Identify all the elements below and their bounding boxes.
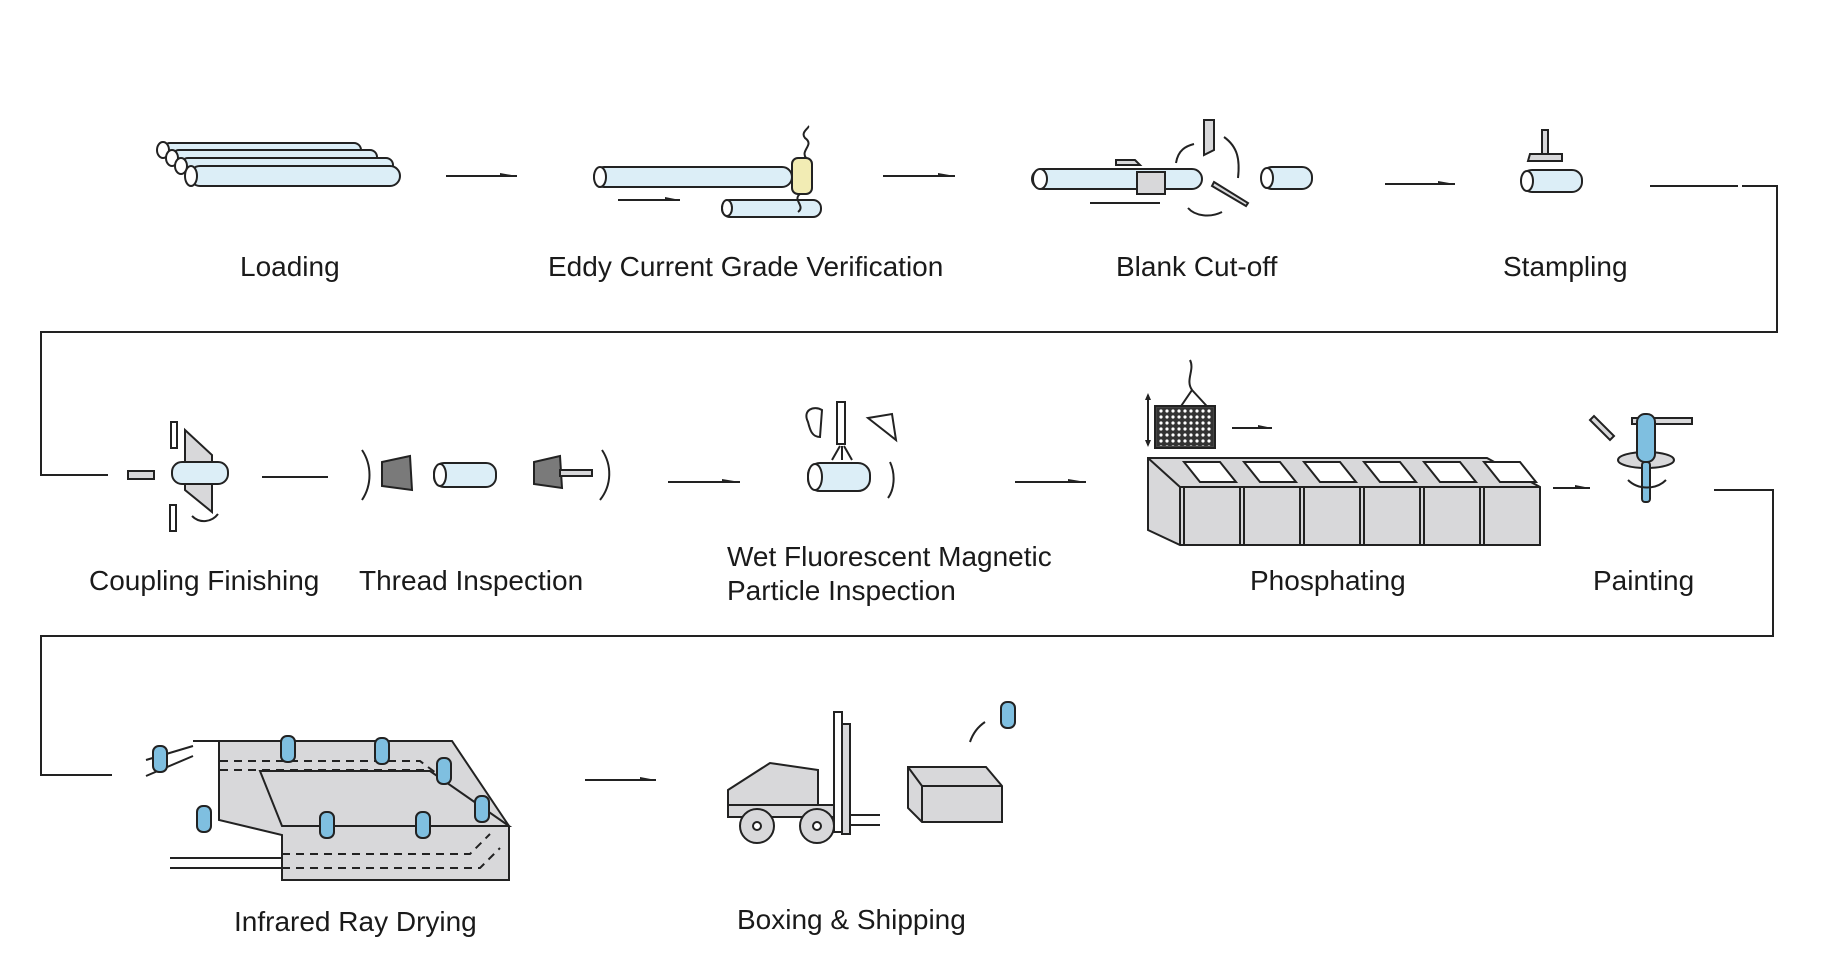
tank-opening: [1241, 461, 1299, 483]
tank-divider: [1239, 487, 1245, 545]
coupling-can: [374, 737, 390, 765]
step-label-boxing-shipping: Boxing & Shipping: [737, 904, 966, 935]
step-label-phosphating: Phosphating: [1250, 565, 1406, 596]
tank-divider: [1299, 487, 1305, 545]
tank-divider: [1179, 487, 1185, 545]
stamp-press-icon: [1520, 129, 1583, 193]
tank-divider: [1479, 487, 1485, 545]
magnetic-particle-spray-icon: [805, 401, 898, 499]
tank-opening: [1421, 461, 1479, 483]
tank-opening: [1481, 461, 1539, 483]
coupling-can: [415, 811, 431, 839]
forklift-box-icon: [727, 701, 1016, 844]
coupling-can: [152, 745, 168, 773]
connector-row2-to-row3: [40, 489, 1774, 776]
coupling-can: [196, 805, 212, 833]
coupling-can: [319, 811, 335, 839]
phosphating-tanks-icon: [1145, 359, 1541, 546]
arrows-row2: [262, 476, 1590, 489]
step-label-thread-inspection: Thread Inspection: [359, 565, 584, 596]
step-label-painting: Painting: [1593, 565, 1695, 596]
tank-opening: [1301, 461, 1359, 483]
coupling-can: [474, 795, 490, 823]
eddy-current-coil-icon: [593, 125, 822, 218]
tank-divider: [1359, 487, 1365, 545]
step-label-eddy-current: Eddy Current Grade Verification: [548, 251, 944, 282]
thread-gauge-icon: [361, 449, 611, 501]
pipe-stack-icon: [156, 141, 401, 187]
tank-opening: [1361, 461, 1419, 483]
step-label-magnetic-particle-line1: Wet Fluorescent Magnetic: [727, 541, 1052, 572]
drying-oven-icon: [145, 735, 513, 881]
step-label-infrared-drying: Infrared Ray Drying: [234, 906, 477, 937]
connector-row1-to-row2: [40, 185, 1778, 476]
rotary-cutter-icon: [1031, 119, 1313, 217]
coupling-lathe-icon: [127, 421, 229, 532]
coupling-can: [436, 757, 452, 785]
tank-opening: [1181, 461, 1239, 483]
step-label-stampling: Stampling: [1503, 251, 1628, 282]
step-label-blank-cutoff: Blank Cut-off: [1116, 251, 1278, 282]
arrows-row1: [446, 173, 1455, 185]
step-label-coupling-finishing: Coupling Finishing: [89, 565, 320, 596]
spray-painting-icon: [1588, 413, 1693, 503]
tank-divider: [1419, 487, 1425, 545]
step-label-loading: Loading: [240, 251, 340, 282]
flow-connectors: [40, 185, 1778, 776]
coupling-can: [280, 735, 296, 763]
step-label-magnetic-particle-line2: Particle Inspection: [727, 575, 956, 606]
